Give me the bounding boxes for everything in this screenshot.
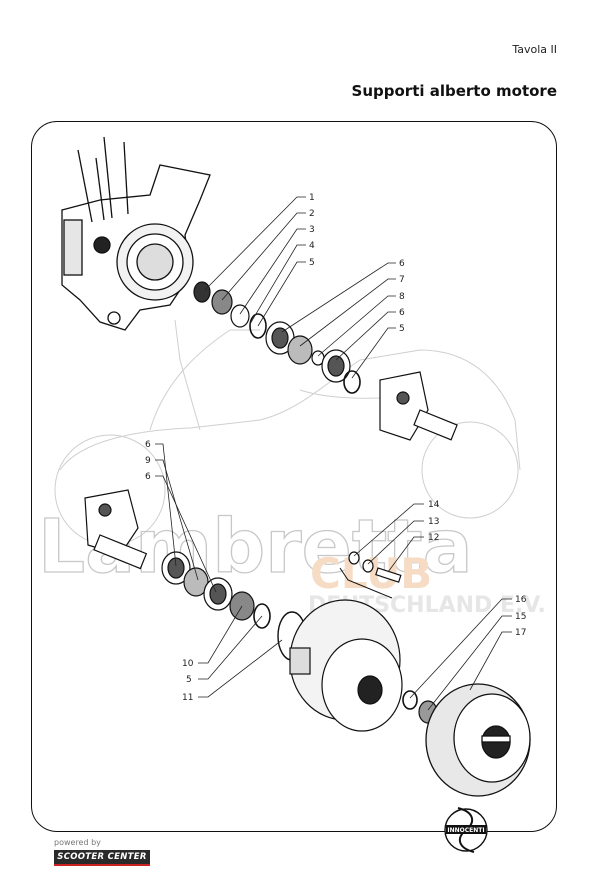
crankshaft-right — [379, 371, 458, 441]
crankshaft-left — [84, 489, 148, 570]
callout-5-upper: 5 — [309, 258, 315, 268]
callout-4: 4 — [309, 241, 315, 251]
callout-6-upper-b: 6 — [399, 308, 405, 318]
callout-5-lower: 5 — [186, 675, 192, 685]
small-hardware — [339, 551, 402, 599]
innocenti-logo: INNOCENTI — [444, 807, 488, 853]
callout-numbers: 1 2 3 4 5 6 7 8 6 5 6 9 6 14 13 12 16 15… — [145, 193, 527, 703]
callout-3: 3 — [309, 225, 315, 235]
callout-6-upper-a: 6 — [399, 259, 405, 269]
callout-7: 7 — [399, 275, 405, 285]
callout-6-lower-b: 6 — [145, 472, 151, 482]
powered-by-label: powered by — [54, 838, 101, 847]
plate-number: Tavola II — [512, 43, 557, 56]
leader-lines — [155, 196, 512, 711]
callout-16: 16 — [515, 595, 527, 605]
callout-5-upper-b: 5 — [399, 324, 405, 334]
watermark-line2: CLUB — [310, 549, 432, 598]
callout-1: 1 — [309, 193, 315, 203]
scooter-center-logo: SCOOTER CENTER — [54, 850, 150, 866]
callout-13: 13 — [428, 517, 439, 527]
callout-17: 17 — [515, 628, 526, 638]
flywheel-cover — [425, 683, 531, 797]
crankcase — [61, 136, 211, 331]
callout-6-lower-a: 6 — [145, 440, 151, 450]
page-title: Supporti alberto motore — [351, 82, 557, 100]
upper-bearing-stack — [193, 281, 361, 394]
callout-15: 15 — [515, 612, 526, 622]
callout-8: 8 — [399, 292, 405, 302]
logo-text: INNOCENTI — [447, 827, 484, 834]
callout-11: 11 — [182, 693, 193, 703]
callout-2: 2 — [309, 209, 315, 219]
callout-12: 12 — [428, 533, 439, 543]
diagram-frame — [31, 121, 557, 832]
callout-14: 14 — [428, 500, 440, 510]
callout-9: 9 — [145, 456, 151, 466]
callout-10: 10 — [182, 659, 194, 669]
stator-assembly — [289, 599, 403, 732]
